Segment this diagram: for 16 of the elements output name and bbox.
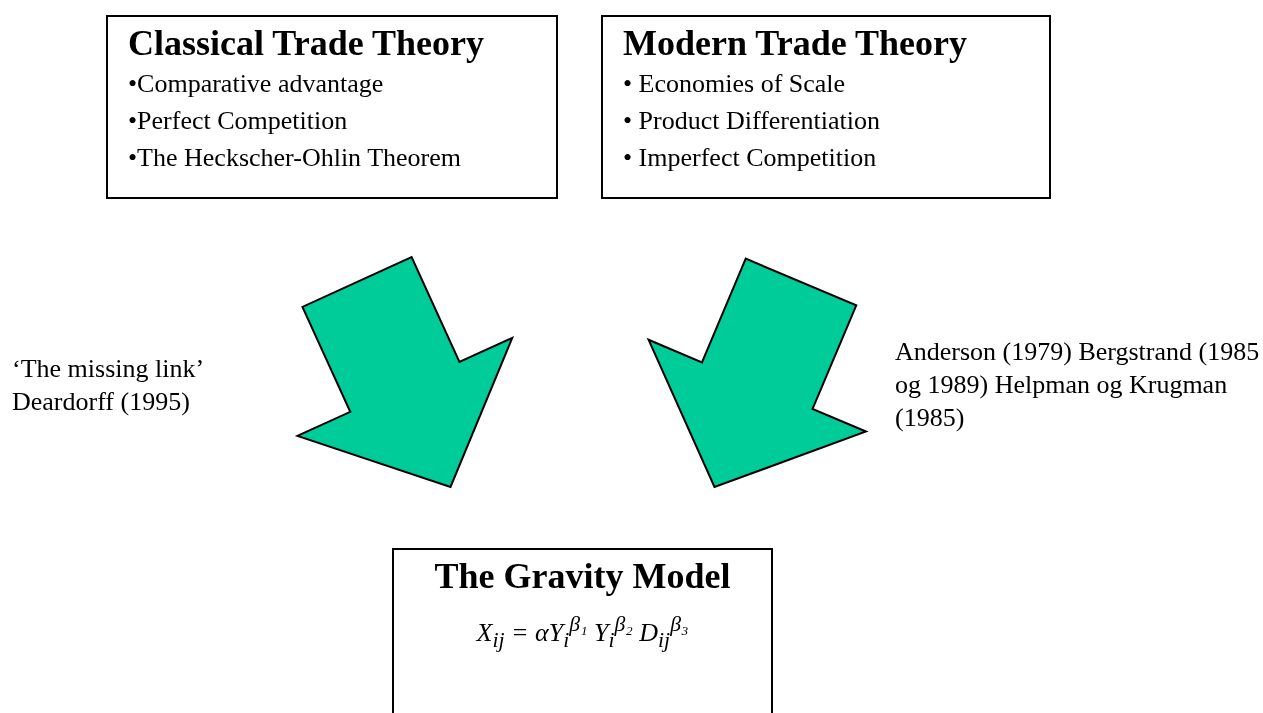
block-arrow	[646, 257, 869, 489]
bullet-item: • Economies of Scale	[623, 68, 847, 100]
text-box	[601, 15, 1051, 199]
box-title: Classical Trade Theory	[128, 22, 485, 65]
bullet-item: •The Heckscher-Ohlin Theorem	[128, 142, 462, 174]
box-title: The Gravity Model	[433, 555, 732, 598]
text-box	[106, 15, 558, 199]
reference-note: Anderson (1979) Bergstrand (1985 og 1989) Helpman og Krugman (1985)	[895, 336, 1261, 434]
box-title: Modern Trade Theory	[623, 22, 968, 65]
text-box	[392, 548, 773, 713]
bullet-item: •Comparative advantage	[128, 68, 385, 100]
bullet-item: • Product Differentiation	[623, 105, 881, 137]
reference-note: ‘The missing link’ Deardorff (1995)	[12, 353, 204, 418]
bullet-item: • Imperfect Competition	[623, 142, 878, 174]
block-arrow	[294, 255, 515, 489]
bullet-item: •Perfect Competition	[128, 105, 349, 137]
